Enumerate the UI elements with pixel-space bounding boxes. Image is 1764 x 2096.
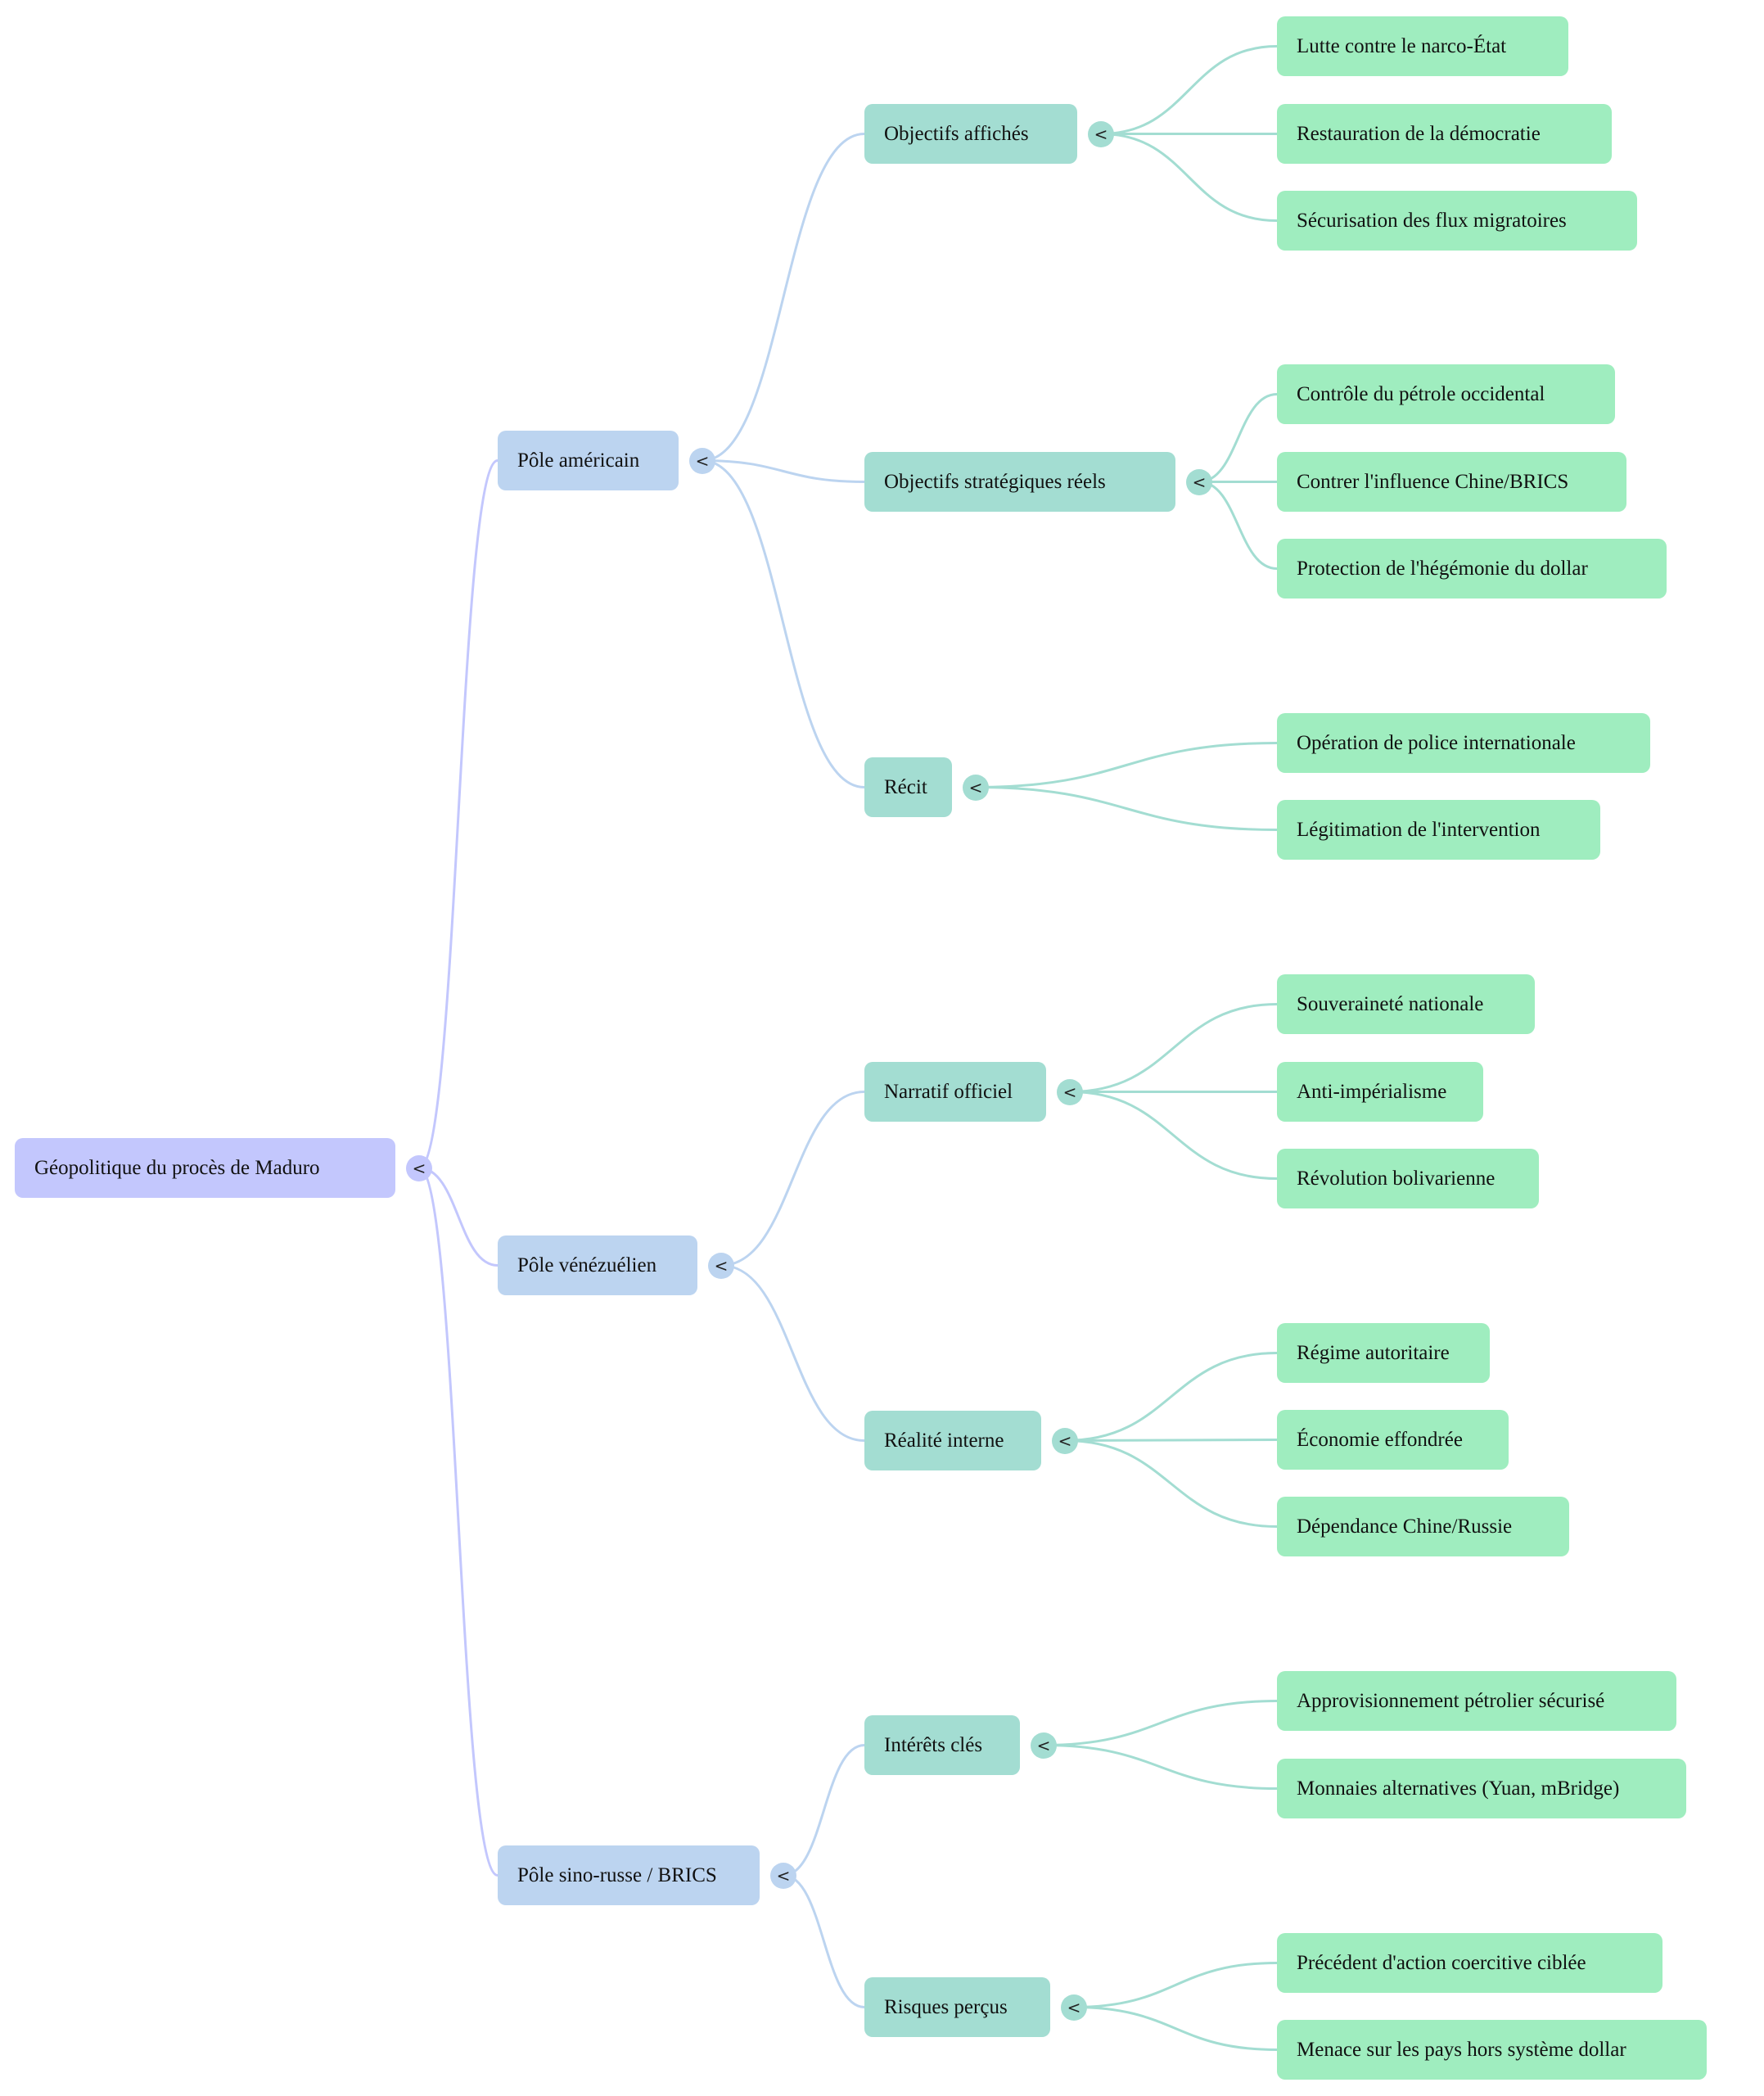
connector-line [975,786,1278,831]
risques-percus-node[interactable]: Risques perçus [864,1977,1050,2037]
collapse-toggle-icon[interactable]: < [1088,120,1114,147]
leaf-node[interactable]: Révolution bolivarienne [1277,1149,1539,1208]
connector-line [720,1091,865,1267]
connector-line [1064,1439,1278,1442]
leaf-node[interactable]: Protection de l'hégémonie du dollar [1277,539,1667,599]
pole-americain-node[interactable]: Pôle américain [498,431,679,490]
leaf-node[interactable]: Sécurisation des flux migratoires [1277,191,1637,251]
leaf-node[interactable]: Souveraineté nationale [1277,974,1535,1034]
connector-line [1073,1962,1278,2008]
connector-line [1100,45,1278,135]
collapse-toggle-icon[interactable]: < [1061,1994,1087,2021]
connector-line [418,1167,499,1267]
connector-line [1198,481,1278,570]
collapse-toggle-icon[interactable]: < [963,774,989,801]
leaf-node[interactable]: Lutte contre le narco-État [1277,16,1568,76]
leaf-node[interactable]: Contrôle du pétrole occidental [1277,364,1615,424]
collapse-toggle-icon[interactable]: < [708,1252,734,1279]
leaf-node[interactable]: Contrer l'influence Chine/BRICS [1277,452,1626,512]
connector-line [1069,1091,1278,1180]
recit-node[interactable]: Récit [864,757,952,817]
leaf-node[interactable]: Précédent d'action coercitive ciblée [1277,1933,1662,1993]
connector-line [1100,133,1278,222]
connector-line [1064,1439,1278,1528]
connector-line [720,1264,865,1442]
narratif-officiel-node[interactable]: Narratif officiel [864,1062,1046,1122]
leaf-node[interactable]: Dépendance Chine/Russie [1277,1497,1569,1556]
leaf-node[interactable]: Monnaies alternatives (Yuan, mBridge) [1277,1759,1686,1818]
connector-line [418,1167,499,1877]
leaf-node[interactable]: Régime autoritaire [1277,1323,1490,1383]
realite-interne-node[interactable]: Réalité interne [864,1411,1041,1470]
collapse-toggle-icon[interactable]: < [770,1862,796,1889]
interets-cles-node[interactable]: Intérêts clés [864,1715,1020,1775]
collapse-toggle-icon[interactable]: < [1057,1078,1083,1105]
leaf-node[interactable]: Restauration de la démocratie [1277,104,1612,164]
connector-line [1069,1003,1278,1093]
objectifs-affiches-node[interactable]: Objectifs affichés [864,104,1077,164]
connector-line [1073,2006,1278,2051]
connector-line [1064,1352,1278,1442]
pole-sino-russe-node[interactable]: Pôle sino-russe / BRICS [498,1845,760,1905]
connector-line [783,1744,865,1877]
connector-line [1198,393,1278,483]
connector-line [1043,1744,1278,1790]
collapse-toggle-icon[interactable]: < [689,447,715,474]
connector-line [975,742,1278,788]
collapse-toggle-icon[interactable]: < [1031,1732,1057,1759]
leaf-node[interactable]: Menace sur les pays hors système dollar [1277,2020,1707,2080]
connector-line [702,459,865,788]
pole-venezuelien-node[interactable]: Pôle vénézuélien [498,1235,697,1295]
collapse-toggle-icon[interactable]: < [1186,468,1212,495]
leaf-node[interactable]: Opération de police internationale [1277,713,1650,773]
connector-line [783,1874,865,2008]
leaf-node[interactable]: Approvisionnement pétrolier sécurisé [1277,1671,1676,1731]
leaf-node[interactable]: Économie effondrée [1277,1410,1509,1470]
connector-line [702,133,865,462]
leaf-node[interactable]: Légitimation de l'intervention [1277,800,1600,860]
connector-line [418,459,499,1169]
root-node[interactable]: Géopolitique du procès de Maduro [15,1138,395,1198]
connector-line [1043,1700,1278,1746]
connector-line [702,459,865,483]
leaf-node[interactable]: Anti-impérialisme [1277,1062,1483,1122]
objectifs-strategiques-node[interactable]: Objectifs stratégiques réels [864,452,1175,512]
collapse-toggle-icon[interactable]: < [1052,1427,1078,1454]
collapse-toggle-icon[interactable]: < [406,1154,432,1181]
